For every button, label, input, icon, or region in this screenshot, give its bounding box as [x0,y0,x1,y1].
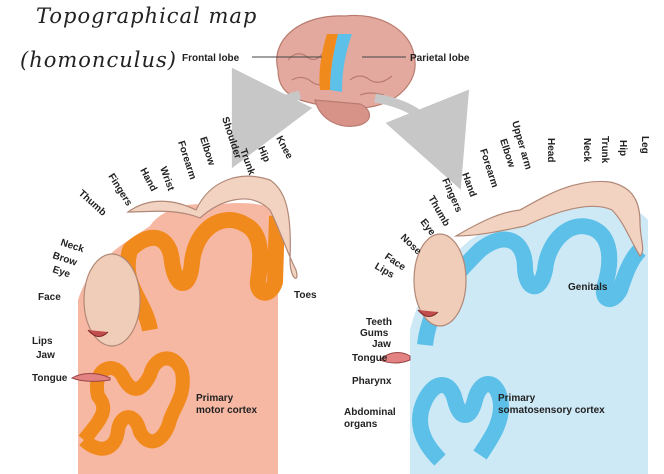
sensory-arrow [374,89,470,190]
motor-arc-label: Knee [273,134,294,161]
brain-illustration [276,14,416,127]
motor-arc-label: Elbow [197,136,217,168]
sensory-arc-label: Trunk [599,136,610,164]
sensory-left-label: Teeth [366,317,392,328]
motor-title-2: motor cortex [196,405,258,416]
sensory-left-label: Pharynx [352,376,392,387]
parietal-strip [330,34,352,92]
sensory-left-label: Abdominal [344,407,396,418]
motor-arc-label: Hip [255,145,272,164]
sensory-arc-label: Hip [617,140,628,156]
motor-arc-label: Wrist [157,165,176,193]
sensory-arc-label: Leg [639,136,650,154]
sensory-left-label: Jaw [372,339,391,350]
sensory-title-1: Primary [498,393,536,404]
genitals-label: Genitals [568,282,608,293]
motor-arc-label: Shoulder [219,116,243,161]
sensory-left-label: Tongue [352,353,388,364]
sensory-title-2: somatosensory cortex [498,405,605,416]
motor-left-label: Lips [32,336,53,347]
sensory-arc-label: Neck [581,138,592,162]
motor-homunculus-body [126,175,298,279]
motor-cortex-section: Primary motor cortex [70,175,298,474]
motor-arc-label: Fingers [105,172,134,209]
handwritten-subtitle: (homonculus) [20,48,177,72]
sensory-homunculus-face [413,233,467,327]
motor-arrow [231,67,313,169]
motor-left-label: Jaw [36,350,55,361]
motor-homunculus-face [83,253,141,347]
motor-arc-label: Thumb [76,188,108,218]
motor-arc-label: Forearm [175,140,198,182]
sensory-homunculus-body [453,180,644,257]
sensory-arc-label: Elbow [497,138,517,170]
motor-arc-label: Toes [294,290,317,301]
sensory-left-label: Gums [360,328,389,339]
sensory-arc-label: Forearm [477,148,500,190]
sensory-arc-label: Hand [459,171,478,198]
sensory-cortex-section: Primary somatosensory cortex Genitals [379,180,648,474]
parietal-lobe-label: Parietal lobe [410,53,470,64]
frontal-lobe-label: Frontal lobe [182,53,240,64]
sensory-left-label: organs [344,419,378,430]
sensory-arc-label: Head [545,138,556,162]
motor-arc-label: Hand [137,166,158,193]
handwritten-title: Topographical map [36,4,258,28]
motor-left-label: Face [38,292,61,303]
frontal-strip [319,34,338,90]
motor-title-1: Primary [196,393,234,404]
motor-left-label: Tongue [32,373,68,384]
motor-left-label: Eye [51,264,72,280]
